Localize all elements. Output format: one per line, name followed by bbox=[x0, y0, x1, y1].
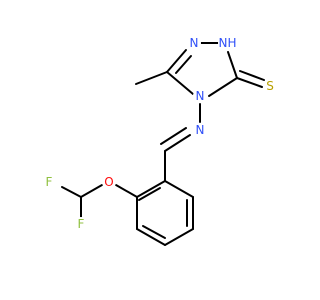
bond-chf2-f1 bbox=[61, 186, 82, 198]
bond-n5-ch-double bbox=[160, 127, 187, 145]
svg-text:N: N bbox=[196, 89, 205, 103]
svg-text:F: F bbox=[78, 217, 85, 231]
atom-o: O bbox=[102, 175, 116, 189]
molecule-structure-diagram: N N H S N N O F F bbox=[42, 35, 277, 246]
atom-f1: F bbox=[42, 175, 56, 189]
bond-n2-c3 bbox=[227, 51, 238, 79]
bond-n5-ch bbox=[164, 134, 191, 152]
atom-n4: N bbox=[193, 89, 207, 103]
svg-text:O: O bbox=[104, 175, 113, 189]
atom-n2h: N H bbox=[218, 35, 237, 51]
svg-text:N: N bbox=[219, 36, 228, 50]
atom-n5: N bbox=[193, 123, 207, 137]
bond-ar6-ar1 bbox=[164, 180, 194, 198]
atom-f2: F bbox=[74, 217, 88, 231]
bond-ar2-o bbox=[115, 184, 138, 198]
bond-c5-n1 bbox=[166, 49, 187, 73]
bond-c3-s bbox=[236, 77, 263, 88]
bond-n4-c5 bbox=[166, 71, 194, 95]
bond-c5-n1-double bbox=[175, 55, 192, 74]
atom-s: S bbox=[263, 79, 277, 93]
bond-c3-s-double bbox=[239, 70, 265, 81]
bond-ar1-ar2-inner bbox=[138, 187, 161, 201]
bond-ar3-ar4-inner bbox=[142, 225, 166, 239]
atom-n1: N bbox=[187, 36, 201, 50]
svg-text:N: N bbox=[190, 36, 199, 50]
svg-text:S: S bbox=[266, 79, 274, 93]
bond-ar3-ar4 bbox=[136, 228, 166, 246]
bond-c3-n4 bbox=[208, 77, 238, 97]
bond-c5-methyl bbox=[135, 71, 168, 85]
svg-text:H: H bbox=[227, 36, 236, 50]
bond-o-chf2 bbox=[80, 184, 103, 198]
svg-text:N: N bbox=[196, 123, 205, 137]
bond-ar4-ar5 bbox=[164, 228, 194, 246]
svg-text:F: F bbox=[46, 175, 53, 189]
bond-ar1-ar2 bbox=[136, 180, 166, 198]
